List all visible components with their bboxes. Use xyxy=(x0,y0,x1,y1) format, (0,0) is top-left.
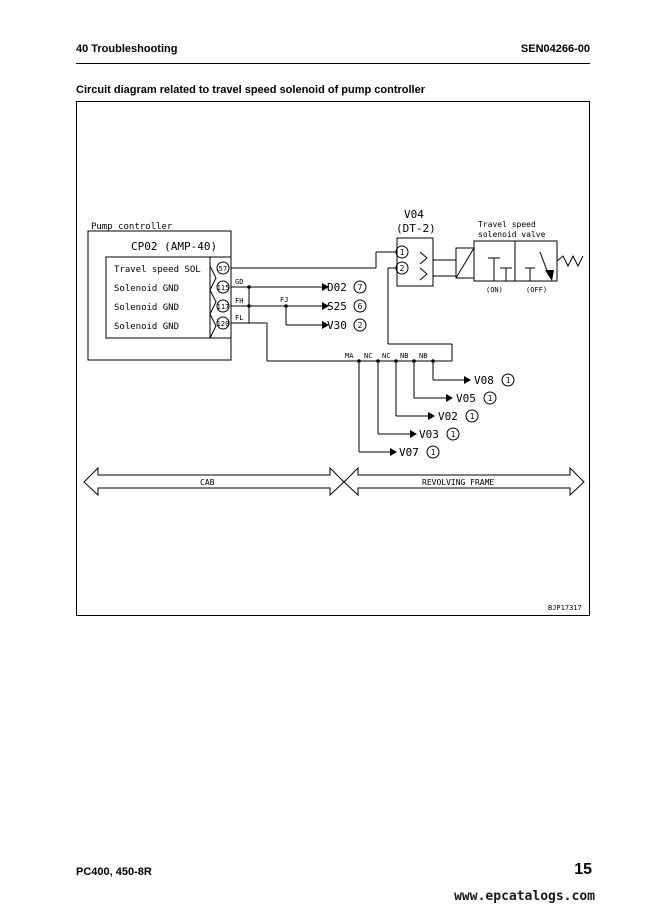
wire-code: FH xyxy=(235,297,243,305)
wire-code: GD xyxy=(235,278,243,286)
signal-label: Solenoid GND xyxy=(114,303,179,313)
connector-cp02-label: CP02 (AMP-40) xyxy=(131,240,217,253)
section-title: Circuit diagram related to travel speed … xyxy=(76,84,426,96)
figure-id: BJP17317 xyxy=(548,604,582,612)
signal-label: Solenoid GND xyxy=(114,322,179,332)
wire-code: FJ xyxy=(280,296,288,304)
pin-number: 1 xyxy=(400,248,405,257)
watermark: www.epcatalogs.com xyxy=(454,889,595,904)
ground-s25: S25 xyxy=(327,300,347,313)
connector-cp02-box xyxy=(105,256,211,339)
frame-area-arrow xyxy=(343,466,585,497)
pump-controller-label: Pump controller xyxy=(91,222,173,232)
v04-connector: (DT-2) xyxy=(396,222,436,235)
connector-v04-box xyxy=(396,237,434,287)
diagram-frame xyxy=(76,101,590,616)
bus-label: MA xyxy=(345,352,354,360)
pin-number: 1 xyxy=(488,394,493,403)
valve-label-1: Travel speed xyxy=(478,220,536,229)
pin-number: 6 xyxy=(358,302,363,311)
pin-bracket xyxy=(209,256,232,339)
signal-label: Solenoid GND xyxy=(114,284,179,294)
pin-number: 7 xyxy=(358,283,363,292)
bus-label: NC xyxy=(364,352,372,360)
footer-page-number: 15 xyxy=(574,861,592,878)
valve-state-on: (ON) xyxy=(486,286,503,294)
ground-v08: V08 xyxy=(474,374,494,387)
pin-number: 1 xyxy=(451,430,456,439)
area-cab-label: CAB xyxy=(200,478,215,487)
ground-v02: V02 xyxy=(438,410,458,423)
pin-number: 2 xyxy=(400,264,405,273)
ground-v30: V30 xyxy=(327,319,347,332)
pin-number: 117 xyxy=(217,303,230,311)
v04-name: V04 xyxy=(404,208,424,221)
pin-number: 115 xyxy=(217,284,230,292)
wire-code: FL xyxy=(235,314,243,322)
pin-number: 57 xyxy=(219,265,227,273)
ground-v05: V05 xyxy=(456,392,476,405)
valve-label-2: solenoid valve xyxy=(478,230,546,239)
pin-number: 1 xyxy=(506,376,511,385)
bus-label: NC xyxy=(382,352,390,360)
footer-model: PC400, 450-8R xyxy=(76,866,152,878)
valve-state-off: (OFF) xyxy=(526,286,547,294)
header-section: 40 Troubleshooting xyxy=(76,43,178,55)
ground-v03: V03 xyxy=(419,428,439,441)
bus-label: NB xyxy=(419,352,427,360)
pin-number: 1 xyxy=(431,448,436,457)
pin-number: 1 xyxy=(470,412,475,421)
header-doc-code: SEN04266-00 xyxy=(520,43,590,55)
bus-label: NB xyxy=(400,352,408,360)
ground-d02: D02 xyxy=(327,281,347,294)
ground-v07: V07 xyxy=(399,446,419,459)
header-rule xyxy=(76,63,590,64)
pin-number: 120 xyxy=(217,320,230,328)
area-frame-label: REVOLVING FRAME xyxy=(422,478,494,487)
pin-number: 2 xyxy=(358,321,363,330)
signal-label: Travel speed SOL xyxy=(114,265,201,275)
